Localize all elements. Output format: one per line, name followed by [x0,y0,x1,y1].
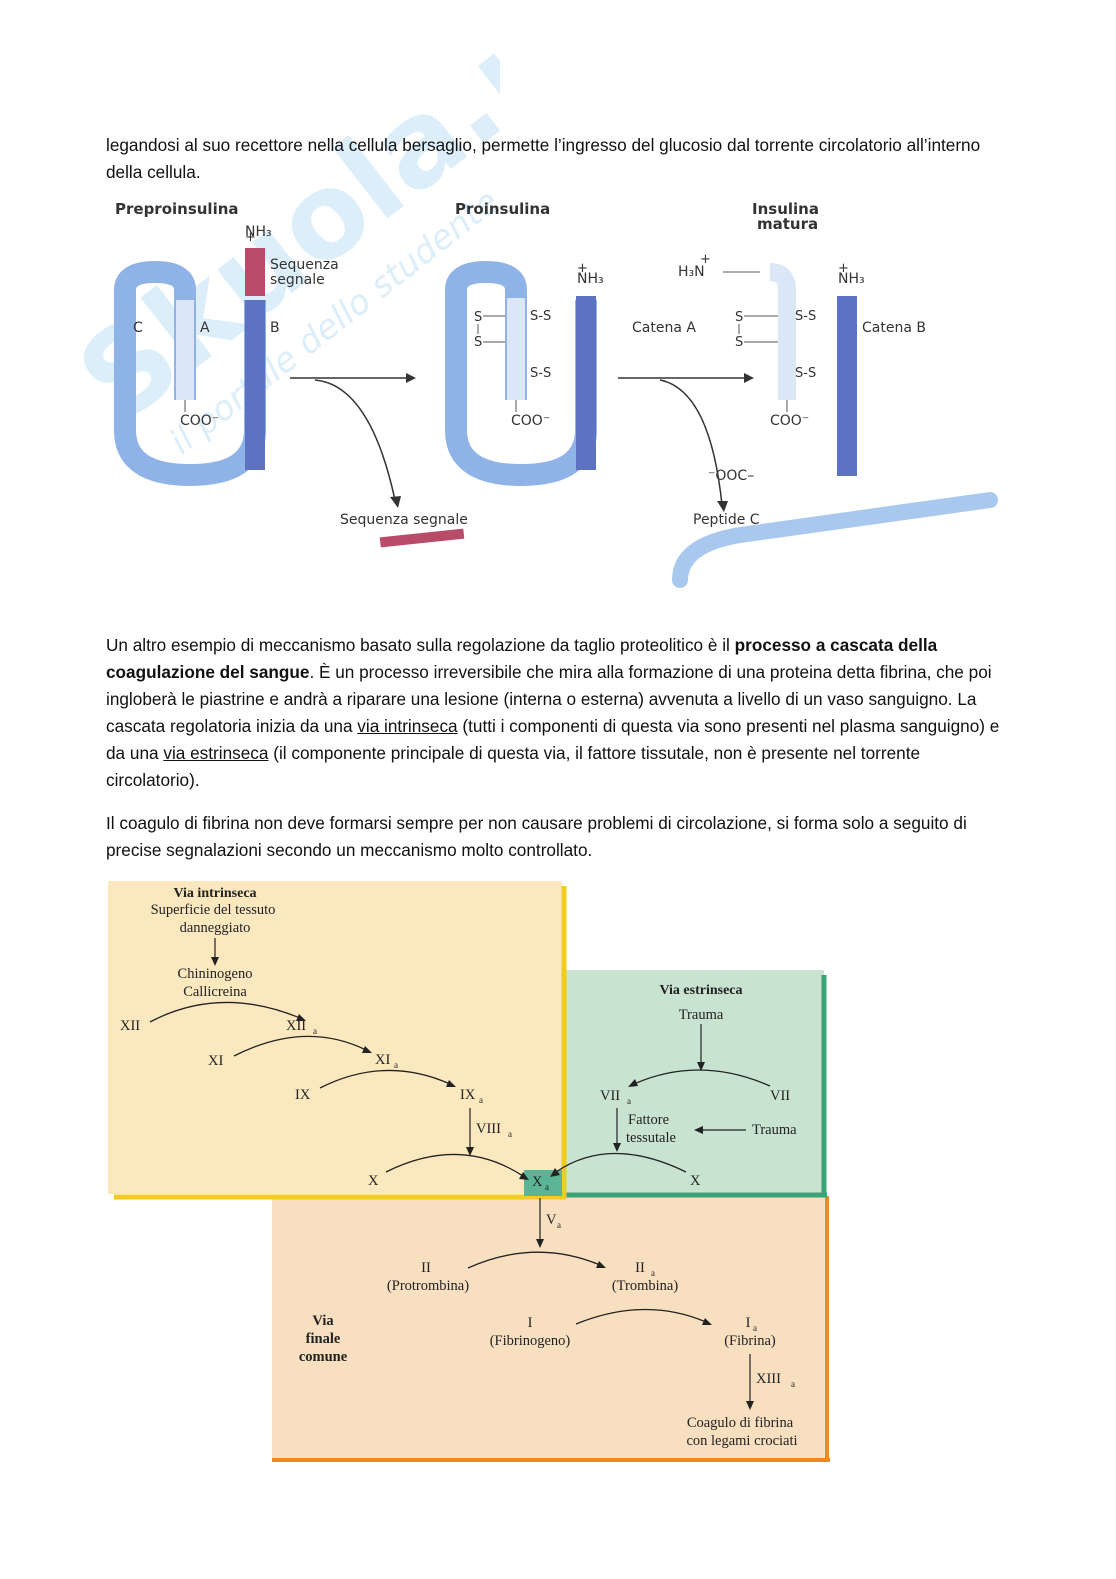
svg-text:X: X [532,1174,543,1190]
svg-text:a: a [557,1220,561,1230]
svg-text:a: a [479,1095,483,1105]
svg-text:Superficie del tessuto: Superficie del tessuto [151,902,276,918]
svg-text:(Protrombina): (Protrombina) [387,1278,469,1294]
svg-text:XIII: XIII [756,1371,781,1387]
svg-text:a: a [651,1268,655,1278]
svg-text:a: a [791,1379,795,1389]
via-intrinseca-panel [108,881,562,1194]
svg-text:I: I [746,1315,751,1331]
svg-text:Trauma: Trauma [679,1007,724,1023]
svg-text:(Trombina): (Trombina) [612,1278,678,1294]
svg-text:Via estrinseca: Via estrinseca [659,983,742,998]
svg-text:II: II [635,1260,645,1276]
svg-text:Coagulo di fibrina: Coagulo di fibrina [687,1415,794,1431]
svg-text:a: a [394,1060,398,1070]
svg-text:II: II [421,1260,431,1276]
svg-text:X: X [690,1173,701,1189]
svg-text:a: a [545,1182,549,1192]
svg-text:VII: VII [600,1088,620,1104]
svg-text:finale: finale [306,1331,341,1347]
svg-text:a: a [753,1323,757,1333]
svg-text:VIII: VIII [476,1121,501,1137]
svg-text:Trauma: Trauma [752,1122,797,1138]
svg-text:XI: XI [375,1052,390,1068]
svg-text:Via: Via [312,1313,334,1329]
svg-text:V: V [546,1212,557,1228]
svg-text:I: I [528,1315,533,1331]
svg-text:comune: comune [299,1349,348,1365]
svg-text:X: X [368,1173,379,1189]
svg-text:a: a [508,1129,512,1139]
svg-text:Chininogeno: Chininogeno [178,966,253,982]
svg-text:(Fibrina): (Fibrina) [724,1333,776,1349]
via-estrinseca-panel [566,970,824,1196]
svg-text:a: a [313,1026,317,1036]
svg-text:VII: VII [770,1088,790,1104]
svg-text:(Fibrinogeno): (Fibrinogeno) [490,1333,571,1349]
svg-text:con legami crociati: con legami crociati [686,1433,797,1449]
svg-text:XI: XI [208,1053,223,1069]
svg-text:XII: XII [120,1018,140,1034]
svg-text:tessutale: tessutale [626,1130,676,1146]
svg-text:Callicreina: Callicreina [183,984,247,1000]
svg-text:a: a [627,1096,631,1106]
svg-text:Via intrinseca: Via intrinseca [173,886,256,901]
svg-text:IX: IX [460,1087,476,1103]
svg-text:IX: IX [295,1087,311,1103]
svg-text:XII: XII [286,1018,306,1034]
svg-text:Fattore: Fattore [628,1112,669,1128]
svg-text:danneggiato: danneggiato [180,920,251,936]
